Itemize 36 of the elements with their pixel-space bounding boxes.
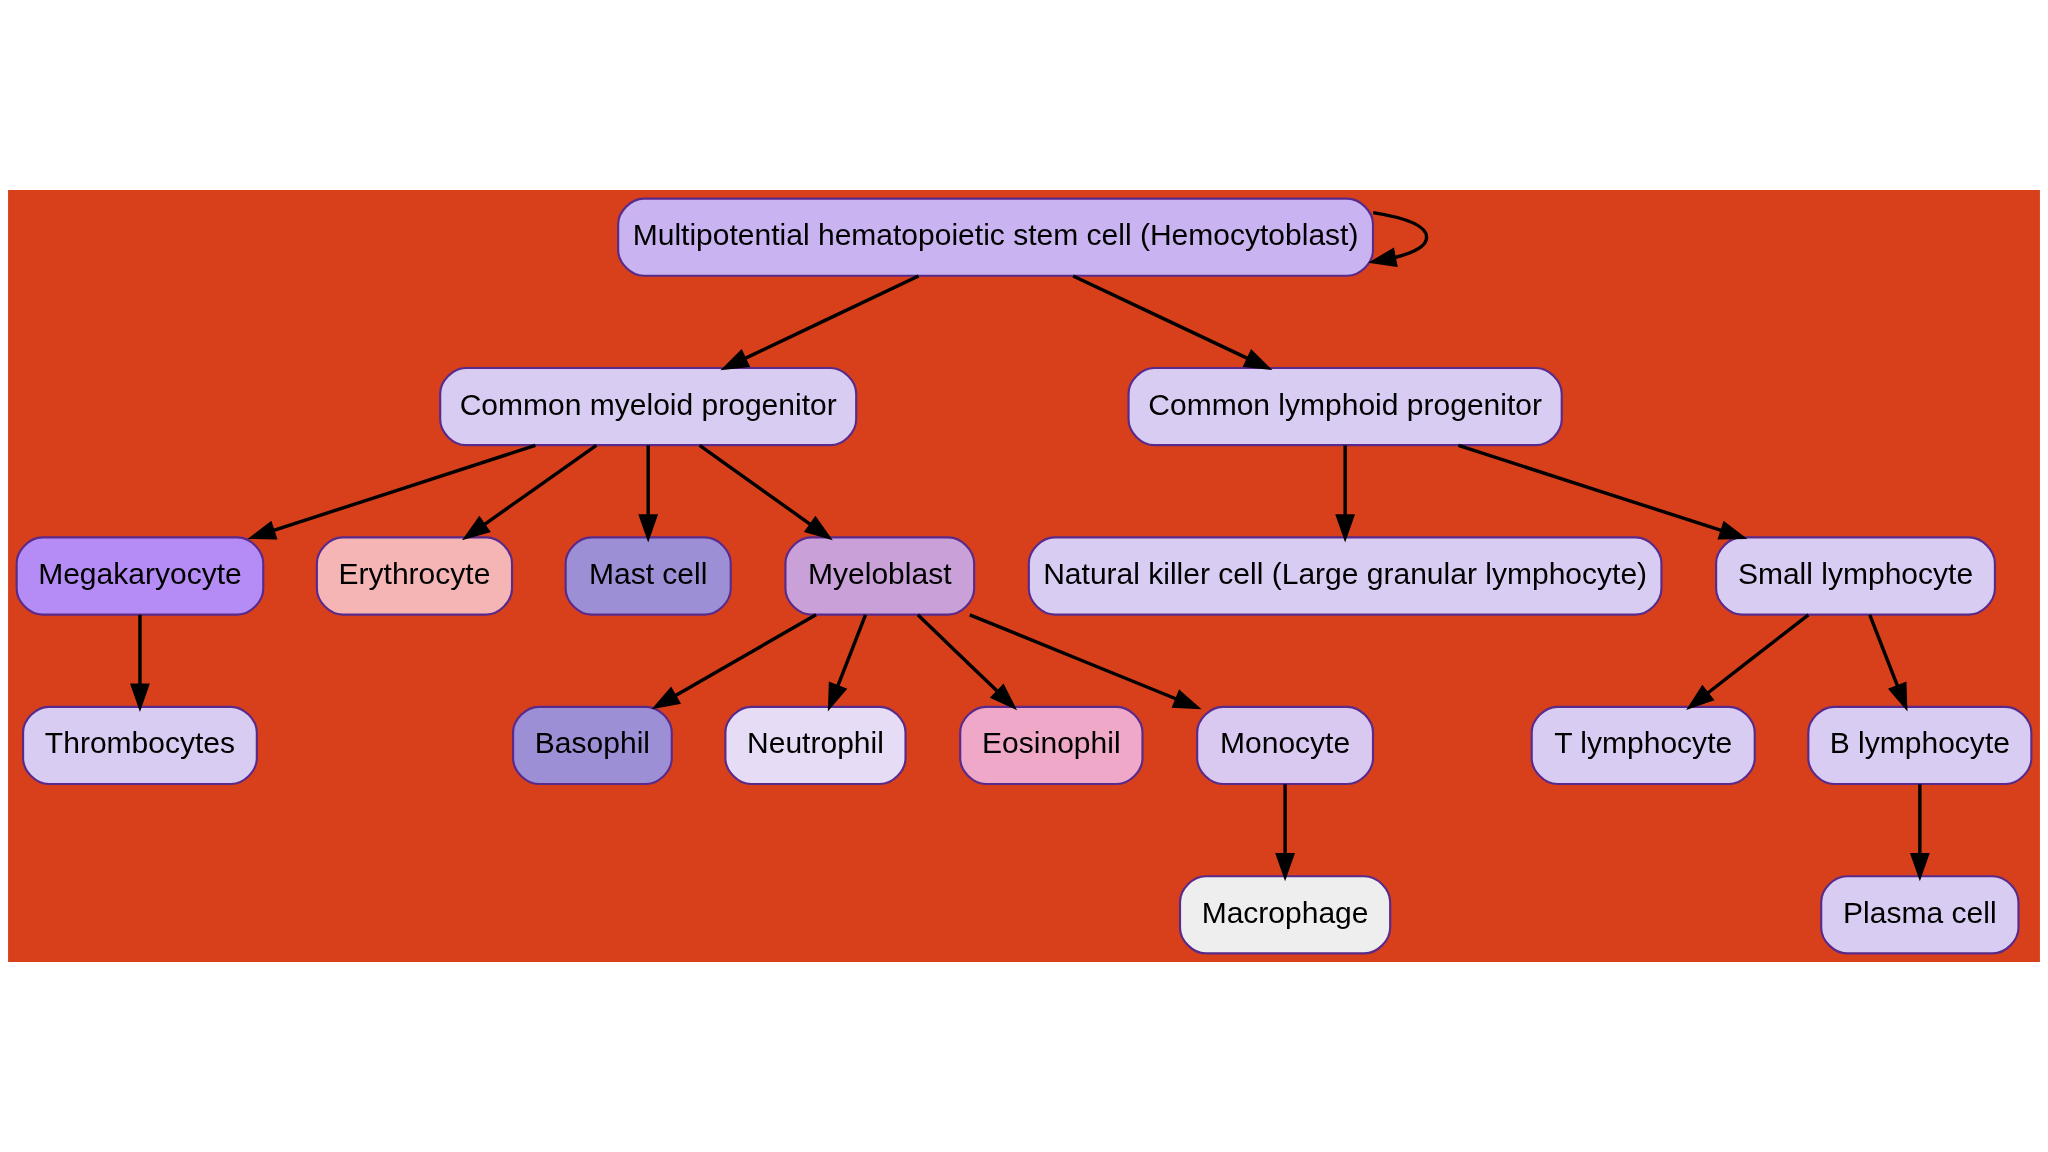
arrow	[720, 274, 920, 371]
arrow	[1275, 784, 1295, 882]
arrow	[916, 613, 1018, 711]
node-box: Natural killer cell (Large granular lymphocyte)	[1027, 536, 1663, 616]
node-box: Macrophage	[1178, 875, 1392, 955]
node-box: Megakaryocyte	[15, 536, 265, 616]
node-box: Neutrophil	[724, 705, 907, 786]
node-box: Monocyte	[1196, 705, 1375, 786]
node-box: Myeloblast	[784, 536, 976, 616]
arrow	[461, 444, 598, 541]
arrow	[651, 613, 817, 710]
node-box: Small lymphocyte	[1715, 536, 1996, 616]
arrow	[969, 613, 1202, 710]
node-box: Eosinophil	[959, 705, 1144, 786]
arrow	[1909, 784, 1930, 882]
node-box: T lymphocyte	[1530, 705, 1756, 786]
node-box: Common lymphoid progenitor	[1127, 366, 1563, 447]
node-box: Basophil	[512, 705, 673, 786]
arrow	[1868, 614, 1908, 712]
arrow	[827, 614, 868, 712]
node-box: Common myeloid progenitor	[439, 366, 858, 447]
arrow	[1072, 274, 1273, 371]
node-box: Plasma cell	[1820, 875, 2020, 955]
arrow	[1457, 443, 1748, 540]
arrow	[1368, 210, 1429, 267]
node-box: B lymphocyte	[1807, 705, 2033, 786]
arrow	[130, 614, 150, 712]
node-box: Thrombocytes	[22, 705, 258, 786]
arrow	[638, 445, 659, 543]
arrow	[247, 443, 536, 540]
node-box: Multipotential hematopoietic stem cell (Hemocytoblast)	[617, 197, 1375, 277]
node-box: Mast cell	[564, 536, 732, 616]
node-box: Erythrocyte	[315, 536, 514, 616]
arrow	[698, 444, 833, 541]
arrow	[1335, 445, 1356, 543]
arrow	[1686, 613, 1810, 710]
